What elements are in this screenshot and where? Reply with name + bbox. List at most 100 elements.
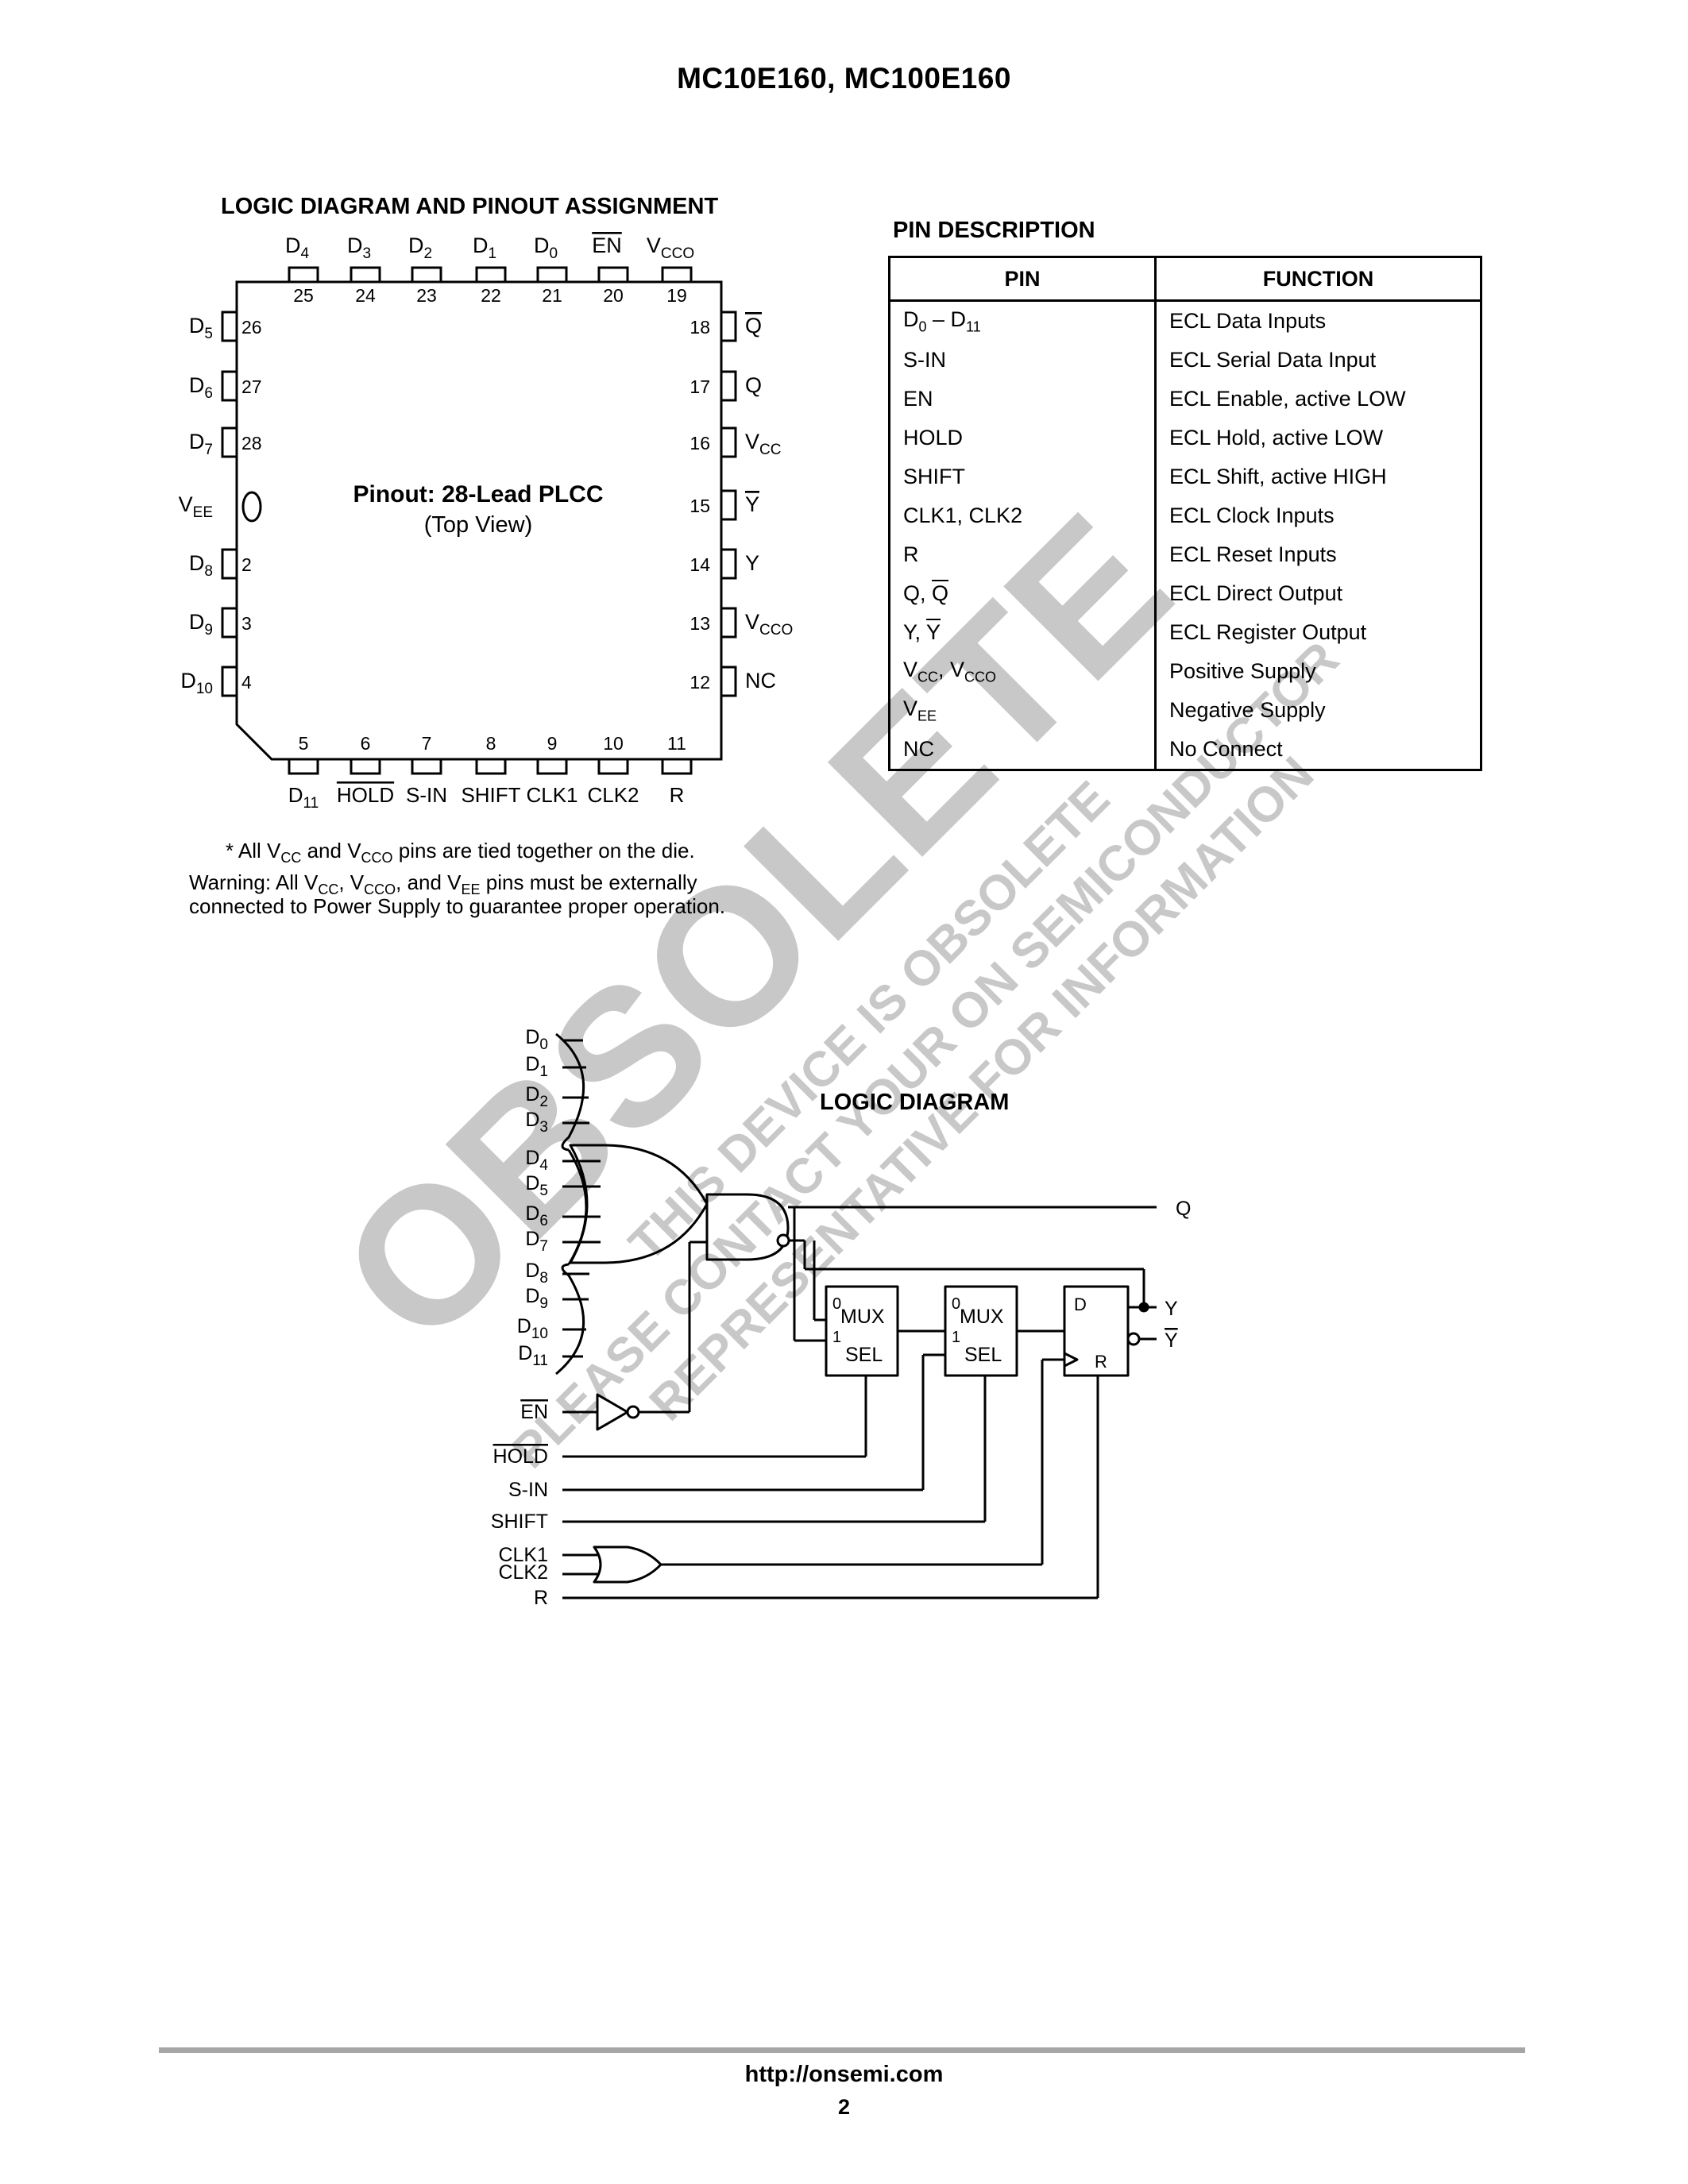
pin-bottom-10 xyxy=(597,758,629,775)
pin-number-10: 10 xyxy=(603,733,624,754)
pin-label-11: R xyxy=(670,783,685,807)
control-input-label-shift: SHIFT xyxy=(491,1511,548,1533)
pin-right-15 xyxy=(720,489,737,521)
pin-top-19 xyxy=(661,266,693,284)
function-cell: ECL Enable, active LOW xyxy=(1155,380,1482,419)
pin-number-11: 11 xyxy=(667,733,686,754)
or-input-curve-bottom xyxy=(555,1263,585,1376)
logic-input-label-d0: D0 xyxy=(525,1026,548,1053)
clock-edge-marker xyxy=(1064,1352,1079,1368)
pin-number-9: 9 xyxy=(547,733,558,754)
pinout-note-1: * All VCC and VCCO pins are tied togethe… xyxy=(226,839,695,866)
pin-number-25: 25 xyxy=(293,285,314,306)
pin-label-24: D3 xyxy=(347,233,371,262)
logic-input-label-d7: D7 xyxy=(525,1228,548,1255)
logic-input-label-d2: D2 xyxy=(525,1083,548,1110)
page-title: MC10E160, MC100E160 xyxy=(677,62,1011,95)
pin-label-28: D7 xyxy=(189,430,213,458)
pin-label-20: EN xyxy=(592,233,622,257)
function-cell: ECL Clock Inputs xyxy=(1155,496,1482,535)
pin-left-3 xyxy=(221,607,238,639)
pin-number-13: 13 xyxy=(689,613,710,634)
footer-url[interactable]: http://onsemi.com xyxy=(744,2062,944,2087)
pin-label-5: D11 xyxy=(288,783,319,812)
pin-cell: SHIFT xyxy=(888,457,1157,496)
pin-left-28 xyxy=(221,426,238,458)
function-cell: ECL Register Output xyxy=(1155,613,1482,652)
package-label: Pinout: 28-Lead PLCC xyxy=(353,481,603,507)
pin-label-17: Q xyxy=(745,373,762,397)
pin-label-4: D10 xyxy=(180,669,213,697)
col-header-pin: PIN xyxy=(888,256,1157,302)
table-header-row: PIN FUNCTION xyxy=(888,256,1482,302)
mux2-in0: 0 xyxy=(952,1295,960,1313)
ff-d-label: D xyxy=(1074,1295,1087,1314)
logic-diagram-title: LOGIC DIAGRAM xyxy=(820,1090,1010,1115)
pin-cell: NC xyxy=(888,730,1157,771)
pin-number-2: 2 xyxy=(241,554,252,575)
pin-label-15: Y xyxy=(745,492,759,516)
pin-top-22 xyxy=(475,266,507,284)
function-cell: ECL Data Inputs xyxy=(1155,300,1482,341)
control-input-label-hold: HOLD xyxy=(493,1445,548,1468)
pin-left-26 xyxy=(221,311,238,342)
function-cell: ECL Hold, active LOW xyxy=(1155,419,1482,457)
pin-label-14: Y xyxy=(745,551,759,575)
pin-top-24 xyxy=(350,266,381,284)
mux1-in1: 1 xyxy=(832,1329,841,1346)
pin-number-3: 3 xyxy=(241,613,252,634)
clk-or-gate xyxy=(593,1545,662,1584)
pin-number-28: 28 xyxy=(241,433,262,453)
pin-label-7: S-IN xyxy=(406,783,447,807)
nand-bubble xyxy=(776,1233,790,1248)
en-inverter-bubble xyxy=(626,1405,640,1419)
pin-number-27: 27 xyxy=(241,376,262,397)
logic-input-label-d5: D5 xyxy=(525,1172,548,1199)
pin-label-19: VCCO xyxy=(647,233,694,262)
pin-number-23: 23 xyxy=(416,285,437,306)
pin-number-26: 26 xyxy=(241,317,262,338)
ff-r-label: R xyxy=(1095,1352,1107,1372)
pin-label-6: HOLD xyxy=(337,783,394,807)
pin-label-3: D9 xyxy=(189,610,213,639)
pin-right-18 xyxy=(720,311,737,342)
pin-number-20: 20 xyxy=(603,285,624,306)
pin-description-title: PIN DESCRIPTION xyxy=(893,218,1095,243)
pin-number-5: 5 xyxy=(299,733,309,754)
pin-bottom-5 xyxy=(288,758,319,775)
pin-label-13: VCCO xyxy=(745,610,793,639)
pin-bottom-6 xyxy=(350,758,381,775)
pin-label-8: SHIFT xyxy=(461,783,520,807)
mux2-label: MUX xyxy=(960,1306,1004,1328)
en-inverter xyxy=(596,1393,629,1431)
mux2-sel: SEL xyxy=(964,1344,1002,1366)
control-input-label-en: EN xyxy=(520,1401,548,1423)
logic-input-label-d10: D10 xyxy=(517,1315,548,1342)
control-input-label-clk2: CLK2 xyxy=(498,1561,548,1584)
function-cell: Negative Supply xyxy=(1155,691,1482,730)
pin-bottom-9 xyxy=(536,758,568,775)
pin-right-17 xyxy=(720,370,737,402)
q-label: Q xyxy=(1176,1198,1191,1220)
mux2-in1: 1 xyxy=(952,1329,960,1346)
pin-cell: HOLD xyxy=(888,419,1157,457)
mux1-label: MUX xyxy=(840,1306,885,1328)
pin-right-16 xyxy=(720,426,737,458)
logic-input-label-d3: D3 xyxy=(525,1109,548,1136)
function-cell: ECL Reset Inputs xyxy=(1155,535,1482,574)
control-input-label-s-in: S-IN xyxy=(508,1479,548,1501)
pin-number-7: 7 xyxy=(422,733,432,754)
control-input-label-clk1: CLK1 xyxy=(498,1544,548,1566)
mux1-in0: 0 xyxy=(832,1295,841,1313)
pin-right-14 xyxy=(720,548,737,580)
pin-number-6: 6 xyxy=(361,733,371,754)
